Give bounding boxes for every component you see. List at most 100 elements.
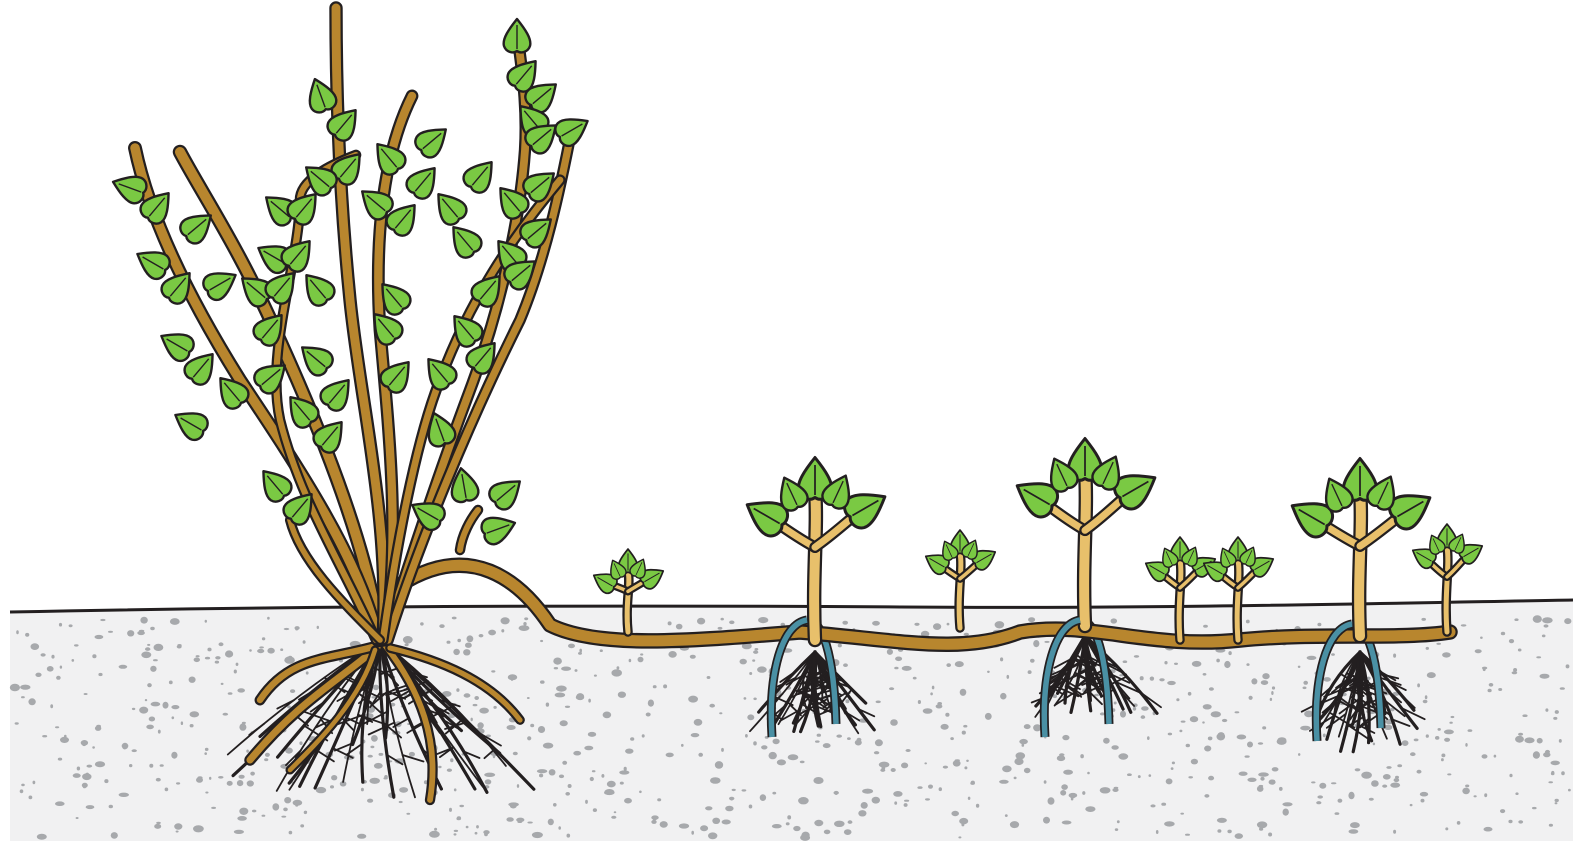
soil-speck	[456, 688, 459, 692]
soil-speck	[234, 670, 237, 674]
soil-speck	[506, 817, 513, 822]
soil-speck	[524, 617, 528, 620]
soil-speck	[111, 832, 118, 839]
soil-speck	[374, 763, 383, 769]
soil-speck	[316, 787, 326, 793]
soil-speck	[844, 829, 852, 835]
soil-speck	[718, 627, 723, 630]
soil-speck	[653, 685, 657, 688]
soil-speck	[1514, 618, 1518, 621]
soil-speck	[1246, 663, 1249, 666]
soil-speck	[147, 644, 150, 646]
soil-speck	[517, 784, 519, 788]
leaf-icon	[460, 154, 502, 197]
soil-speck	[181, 721, 183, 725]
soil-speck	[688, 696, 698, 703]
soil-speck	[129, 764, 132, 767]
soil-speck	[1180, 813, 1184, 815]
soil-speck	[1319, 783, 1326, 789]
leaf-icon	[412, 119, 455, 161]
soil-speck	[225, 650, 233, 657]
soil-speck	[303, 640, 306, 644]
soil-speck	[1048, 797, 1055, 804]
soil-speck	[82, 783, 88, 788]
soil-speck	[1181, 721, 1186, 723]
soil-speck	[798, 797, 809, 804]
soil-speck	[1382, 785, 1387, 788]
soil-speck	[1323, 734, 1326, 738]
soil-speck	[1127, 773, 1132, 776]
soil-speck	[1542, 635, 1546, 638]
leaf-icon	[486, 471, 529, 513]
soil-speck	[1282, 802, 1292, 806]
soil-speck	[793, 826, 800, 831]
soil-speck	[1000, 693, 1006, 700]
soil-speck	[603, 712, 612, 719]
soil-speck	[357, 834, 366, 839]
leaf-icon	[169, 403, 211, 443]
soil-speck	[1002, 766, 1012, 773]
soil-speck	[707, 676, 711, 679]
soil-speck	[1548, 781, 1553, 783]
soil-speck	[893, 791, 902, 797]
soil-speck	[493, 754, 496, 758]
soil-speck	[1445, 827, 1448, 830]
soil-speck	[1094, 694, 1099, 697]
soil-speck	[104, 779, 108, 783]
soil-speck	[1235, 711, 1240, 713]
soil-speck	[1209, 687, 1214, 691]
soil-speck	[1307, 656, 1317, 660]
soil-speck	[964, 766, 967, 769]
soil-speck	[165, 788, 169, 792]
soil-speck	[304, 811, 307, 813]
soil-speck	[92, 746, 95, 748]
soil-speck	[383, 777, 387, 779]
soil-speck	[1235, 833, 1243, 839]
soil-speck	[429, 831, 440, 838]
soil-speck	[227, 781, 233, 786]
soil-speck	[787, 815, 791, 819]
soil-speck	[625, 749, 633, 754]
soil-speck	[452, 617, 457, 620]
soil-speck	[154, 824, 161, 829]
soil-speck	[710, 777, 721, 784]
soil-speck	[1192, 661, 1202, 667]
soil-speck	[1386, 766, 1391, 769]
leaf-icon	[317, 372, 359, 415]
soil-speck	[1421, 618, 1426, 621]
soil-speck	[585, 800, 588, 804]
soil-speck	[558, 693, 563, 696]
soil-speck	[642, 734, 645, 737]
soil-speck	[947, 623, 950, 626]
soil-speck	[722, 820, 731, 825]
soil-speck	[87, 765, 93, 768]
soil-speck	[732, 789, 736, 791]
soil-speck	[1063, 770, 1073, 775]
soil-speck	[721, 618, 724, 621]
soil-speck	[906, 749, 911, 752]
soil-speck	[691, 733, 700, 737]
soil-speck	[31, 643, 40, 650]
soil-speck	[891, 768, 896, 772]
soil-speck	[894, 667, 898, 670]
soil-speck	[1441, 758, 1444, 761]
soil-speck	[1100, 787, 1111, 793]
soil-speck	[205, 620, 207, 623]
soil-speck	[562, 761, 567, 765]
soil-speck	[1444, 730, 1454, 735]
soil-speck	[1559, 739, 1562, 743]
soil-speck	[565, 706, 570, 708]
soil-speck	[1461, 624, 1467, 626]
young-plant-large	[1084, 471, 1086, 626]
young-plant-small	[1179, 560, 1181, 640]
soil-speck	[955, 759, 960, 761]
soil-speck	[1010, 821, 1019, 828]
soil-speck	[668, 621, 672, 625]
soil-speck	[1383, 774, 1391, 780]
soil-speck	[1203, 673, 1207, 676]
soil-speck	[160, 764, 164, 767]
soil-speck	[1043, 817, 1050, 824]
soil-speck	[1316, 801, 1321, 804]
soil-speck	[86, 805, 95, 809]
soil-speck	[1204, 794, 1209, 798]
